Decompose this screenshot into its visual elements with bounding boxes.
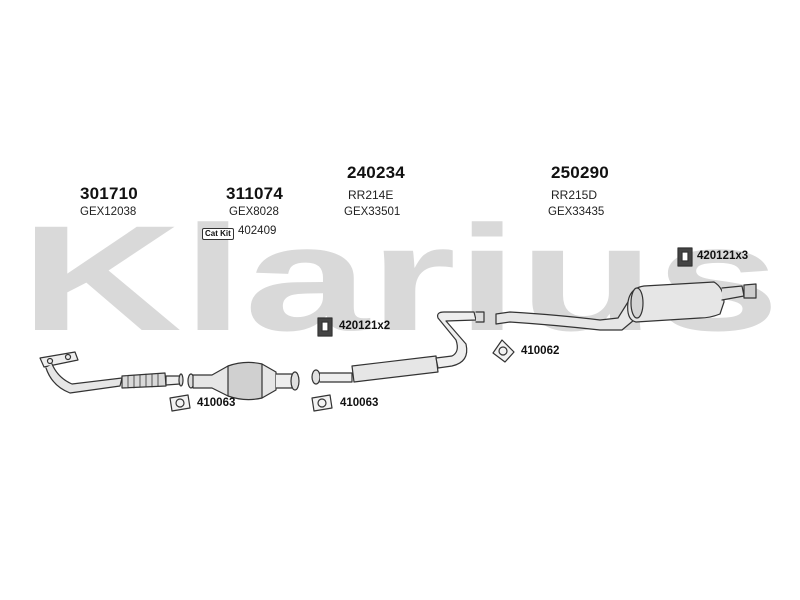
part-number-301710: 301710 [80,184,138,203]
fitting-label: 420121x2 [339,320,391,332]
fitting-label: 410063 [340,397,379,409]
centre-section-part [311,311,485,385]
part-reference: GEX8028 [229,206,279,218]
cat-kit-badge: Cat Kit [202,228,234,240]
rubber-mount-icon [677,247,693,267]
part-number-240234: 240234 [347,163,405,182]
fitting-label: 420121x3 [697,250,749,262]
gasket-icon [169,394,191,412]
catalytic-converter-part [187,361,300,401]
part-reference: RR215D [551,188,598,202]
cat-kit-number: 402409 [238,225,277,237]
part-number-250290: 250290 [551,163,609,182]
rubber-mount-icon [317,317,333,337]
front-pipe-part [39,351,184,394]
part-reference-secondary: GEX33501 [344,206,401,218]
gasket-icon [492,339,515,363]
part-number-311074: 311074 [226,184,283,203]
gasket-icon [311,394,333,412]
part-reference: RR214E [348,188,394,202]
rear-silencer-part [495,281,757,331]
part-reference: GEX12038 [80,206,137,218]
fitting-label: 410062 [521,345,560,357]
watermark-text: Klarius [20,194,780,362]
fitting-label: 410063 [197,397,236,409]
part-reference-secondary: GEX33435 [548,206,605,218]
